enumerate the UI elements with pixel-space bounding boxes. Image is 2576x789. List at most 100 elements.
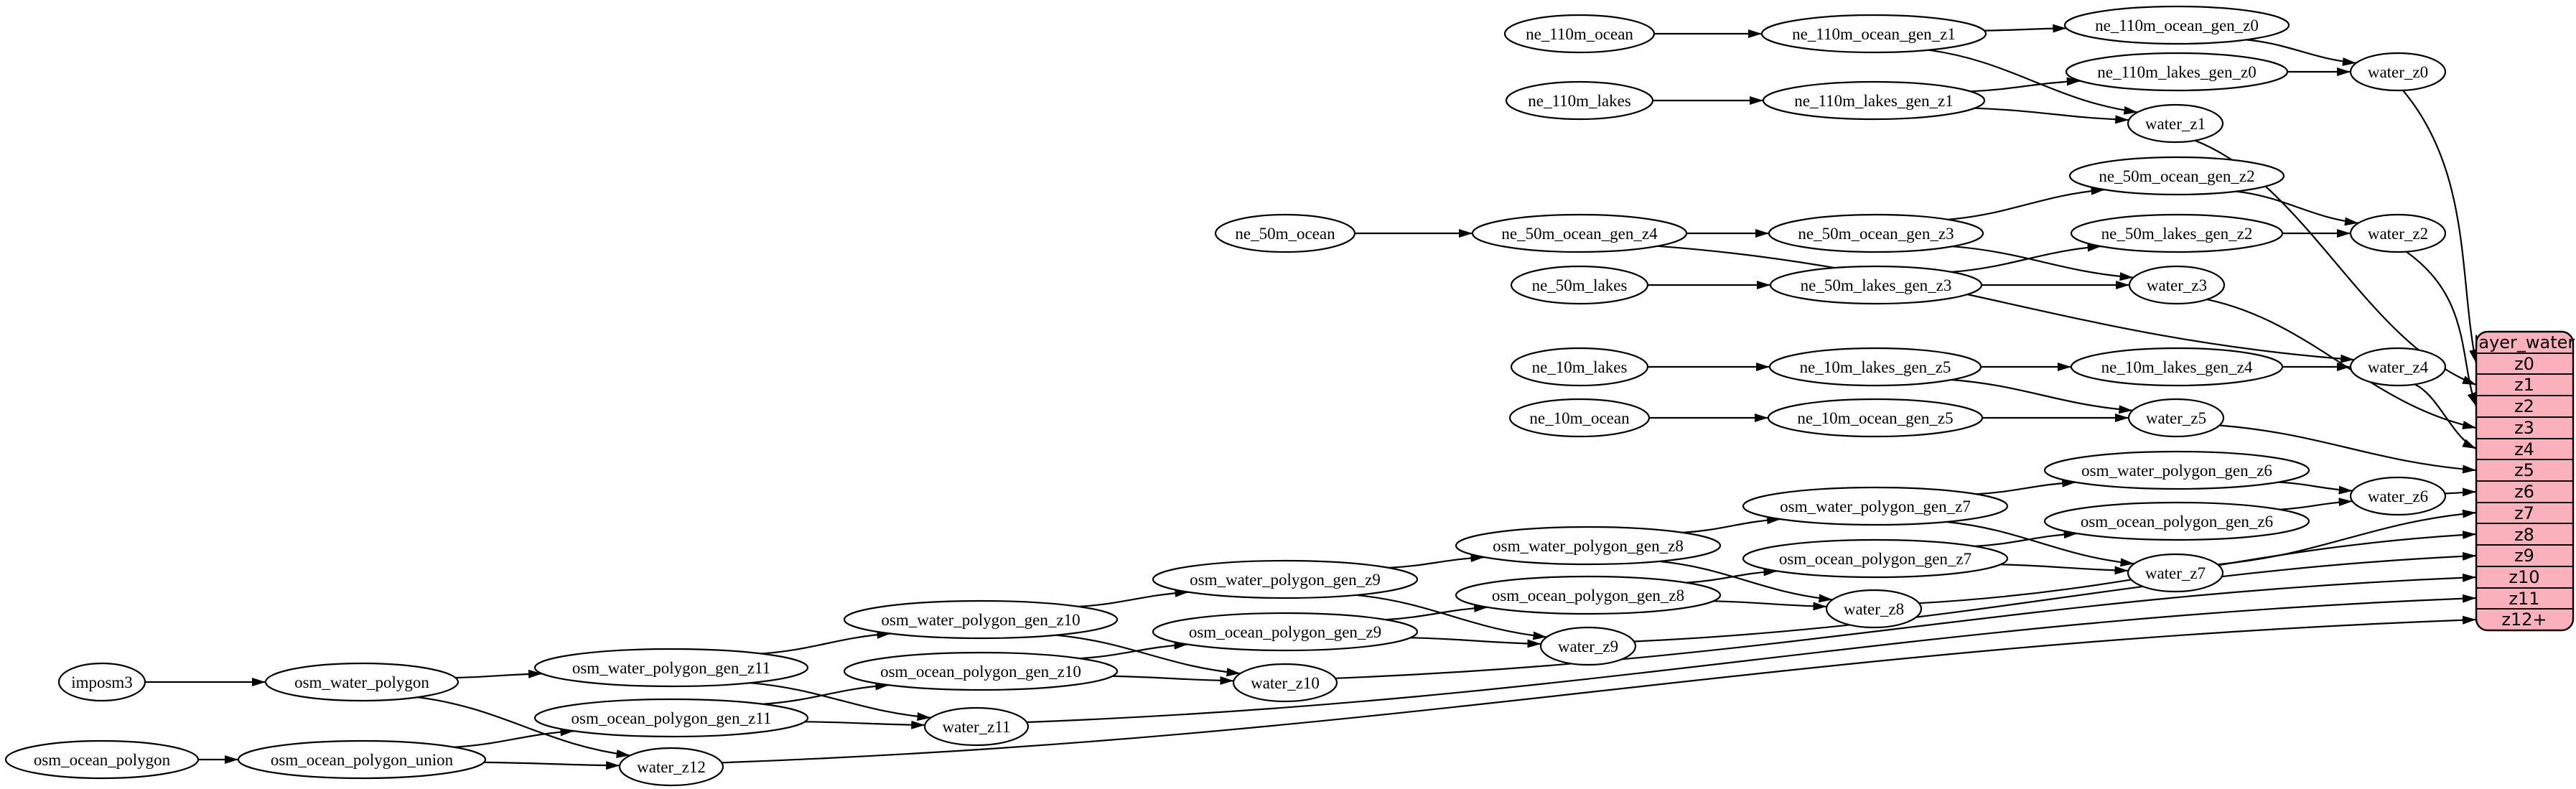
node-ellipse bbox=[4, 739, 200, 780]
edge-ne_50m_lakes_gen_z3-to-ne_50m_lakes_gen_z2 bbox=[1951, 243, 2101, 273]
node-osm_water_polygon_gen_z10: osm_water_polygon_gen_z10 bbox=[843, 599, 1119, 640]
node-ellipse bbox=[2349, 347, 2447, 387]
record-row-label: z12+ bbox=[2501, 610, 2547, 630]
node-ellipse bbox=[1471, 213, 1688, 253]
node-ne_10m_ocean_gen_z5: ne_10m_ocean_gen_z5 bbox=[1767, 398, 1984, 438]
node-ne_10m_lakes_gen_z5: ne_10m_lakes_gen_z5 bbox=[1768, 347, 1982, 387]
node-label: osm_water_polygon_gen_z6 bbox=[2081, 462, 2272, 480]
node-ellipse bbox=[533, 698, 809, 738]
node-osm_water_polygon_gen_z6: osm_water_polygon_gen_z6 bbox=[2043, 450, 2310, 490]
node-ellipse bbox=[1769, 265, 1983, 305]
edge-osm_ocean_polygon_gen_z7-to-water_z7 bbox=[2000, 564, 2129, 575]
record-row-label: z7 bbox=[2514, 503, 2534, 523]
node-ellipse bbox=[2043, 450, 2310, 490]
node-water_z12: water_z12 bbox=[618, 747, 724, 787]
edge-osm_ocean_polygon_gen_z8-to-osm_ocean_polygon_gen_z7 bbox=[1686, 567, 1778, 584]
edge-osm_ocean_polygon_gen_z9-to-water_z9 bbox=[1410, 637, 1541, 648]
edge-ne_110m_ocean_gen_z0-to-water_z0 bbox=[2246, 39, 2356, 66]
node-osm_ocean_polygon_gen_z9: osm_ocean_polygon_gen_z9 bbox=[1152, 612, 1419, 652]
node-label: osm_water_polygon_gen_z7 bbox=[1780, 498, 1971, 515]
record-row-label: z2 bbox=[2514, 396, 2534, 416]
node-osm_ocean_polygon: osm_ocean_polygon bbox=[4, 739, 200, 780]
edge-osm_water_polygon-to-osm_water_polygon_gen_z11 bbox=[455, 669, 543, 679]
edge-ne_110m_ocean_gen_z1-to-ne_110m_ocean_gen_z0 bbox=[1984, 24, 2067, 33]
node-ellipse bbox=[2127, 103, 2224, 144]
node-label: ne_110m_ocean bbox=[1526, 25, 1633, 43]
node-ellipse bbox=[2127, 553, 2224, 593]
node-ellipse bbox=[1768, 347, 1982, 387]
node-ne_50m_ocean_gen_z2: ne_50m_ocean_gen_z2 bbox=[2068, 156, 2285, 196]
edge-osm_ocean_polygon_gen_z7-to-osm_ocean_polygon_gen_z6 bbox=[1974, 530, 2078, 547]
node-osm_ocean_polygon_gen_z11: osm_ocean_polygon_gen_z11 bbox=[533, 698, 809, 738]
node-label: osm_water_polygon_gen_z9 bbox=[1190, 571, 1381, 589]
node-label: osm_ocean_polygon_gen_z6 bbox=[2081, 513, 2273, 531]
edge-osm_water_polygon_gen_z8-to-water_z8 bbox=[1658, 560, 1833, 603]
layer-water-record: layer_water z0 z1 z2 z3 z4 z5 z6 z7 z8 z… bbox=[2474, 330, 2575, 632]
node-label: water_z2 bbox=[2368, 225, 2428, 243]
node-label: osm_ocean_polygon_gen_z11 bbox=[571, 709, 772, 727]
node-ellipse bbox=[1510, 265, 1649, 305]
edge-layer bbox=[144, 24, 2478, 770]
node-label: water_z3 bbox=[2147, 276, 2207, 294]
node-ne_110m_lakes: ne_110m_lakes bbox=[1505, 80, 1654, 121]
edge-water_z3-to-row_z3 bbox=[2206, 299, 2477, 429]
node-label: osm_water_polygon_gen_z8 bbox=[1493, 537, 1684, 555]
node-ellipse bbox=[1455, 575, 1722, 615]
record-row-label: z0 bbox=[2514, 354, 2534, 374]
node-ne_50m_lakes_gen_z3: ne_50m_lakes_gen_z3 bbox=[1769, 265, 1983, 305]
node-osm_water_polygon_gen_z9: osm_water_polygon_gen_z9 bbox=[1152, 559, 1419, 599]
node-label: osm_ocean_polygon_gen_z9 bbox=[1189, 623, 1381, 641]
edge-water_z12-to-row_z12 bbox=[722, 615, 2477, 764]
node-label: water_z8 bbox=[1844, 600, 1904, 618]
node-label: ne_110m_lakes_gen_z0 bbox=[2097, 63, 2256, 81]
node-label: water_z4 bbox=[2368, 358, 2429, 376]
node-ellipse bbox=[2349, 52, 2447, 92]
node-water_z9: water_z9 bbox=[1539, 626, 1637, 666]
node-ellipse bbox=[2070, 213, 2284, 253]
node-ellipse bbox=[264, 662, 459, 702]
node-ellipse bbox=[2349, 213, 2447, 253]
record-row-label: z4 bbox=[2514, 439, 2534, 459]
node-ellipse bbox=[2127, 398, 2225, 438]
node-ellipse bbox=[1768, 213, 1984, 253]
node-ellipse bbox=[1742, 538, 2009, 579]
node-label: water_z12 bbox=[637, 758, 706, 776]
node-ne_10m_lakes_gen_z4: ne_10m_lakes_gen_z4 bbox=[2070, 347, 2284, 387]
node-label: osm_water_polygon_gen_z11 bbox=[572, 659, 770, 677]
node-ne_110m_ocean_gen_z1: ne_110m_ocean_gen_z1 bbox=[1760, 14, 1987, 54]
node-osm_ocean_polygon_gen_z7: osm_ocean_polygon_gen_z7 bbox=[1742, 538, 2009, 579]
node-ellipse bbox=[2043, 501, 2310, 541]
record-row-label: z1 bbox=[2514, 375, 2534, 395]
node-label: ne_110m_lakes bbox=[1528, 92, 1631, 110]
node-ellipse bbox=[1742, 486, 2009, 526]
node-label: ne_50m_lakes bbox=[1532, 276, 1628, 294]
node-ellipse bbox=[2068, 156, 2285, 196]
node-label: osm_ocean_polygon_union bbox=[271, 751, 454, 769]
node-label: osm_water_polygon bbox=[294, 673, 429, 691]
node-label: ne_110m_ocean_gen_z1 bbox=[1792, 25, 1956, 43]
edge-water_z9-to-row_z9 bbox=[1633, 551, 2477, 643]
edge-water_z0-to-row_z0 bbox=[2402, 90, 2478, 364]
node-water_z3: water_z3 bbox=[2128, 265, 2226, 305]
node-osm_water_polygon_gen_z8: osm_water_polygon_gen_z8 bbox=[1455, 526, 1722, 566]
node-water_z11: water_z11 bbox=[923, 706, 1030, 747]
node-label: water_z0 bbox=[2368, 63, 2428, 81]
record-row-label: z3 bbox=[2514, 418, 2534, 438]
node-water_z0: water_z0 bbox=[2349, 52, 2447, 92]
node-label: ne_50m_ocean_gen_z2 bbox=[2099, 167, 2254, 185]
node-label: water_z10 bbox=[1251, 674, 1320, 692]
node-ne_50m_ocean_gen_z4: ne_50m_ocean_gen_z4 bbox=[1471, 213, 1688, 253]
node-label: ne_110m_lakes_gen_z1 bbox=[1794, 92, 1953, 110]
edge-osm_water_polygon_gen_z10-to-osm_water_polygon_gen_z9 bbox=[1078, 588, 1189, 607]
record-row-label: z6 bbox=[2514, 482, 2534, 502]
node-ellipse bbox=[1232, 663, 1338, 703]
edge-osm_ocean_polygon_union-to-osm_ocean_polygon_gen_z11 bbox=[454, 727, 574, 748]
node-ne_110m_ocean_gen_z0: ne_110m_ocean_gen_z0 bbox=[2063, 5, 2290, 45]
node-label: ne_10m_ocean bbox=[1529, 409, 1630, 427]
node-ne_110m_lakes_gen_z1: ne_110m_lakes_gen_z1 bbox=[1762, 80, 1986, 121]
node-label: ne_10m_lakes bbox=[1532, 358, 1628, 376]
edge-water_z4-to-row_z4 bbox=[2414, 383, 2477, 449]
node-label: ne_50m_ocean bbox=[1235, 225, 1335, 243]
node-ne_110m_lakes_gen_z0: ne_110m_lakes_gen_z0 bbox=[2065, 52, 2289, 92]
edge-osm_ocean_polygon_gen_z6-to-water_z6 bbox=[2279, 498, 2353, 510]
